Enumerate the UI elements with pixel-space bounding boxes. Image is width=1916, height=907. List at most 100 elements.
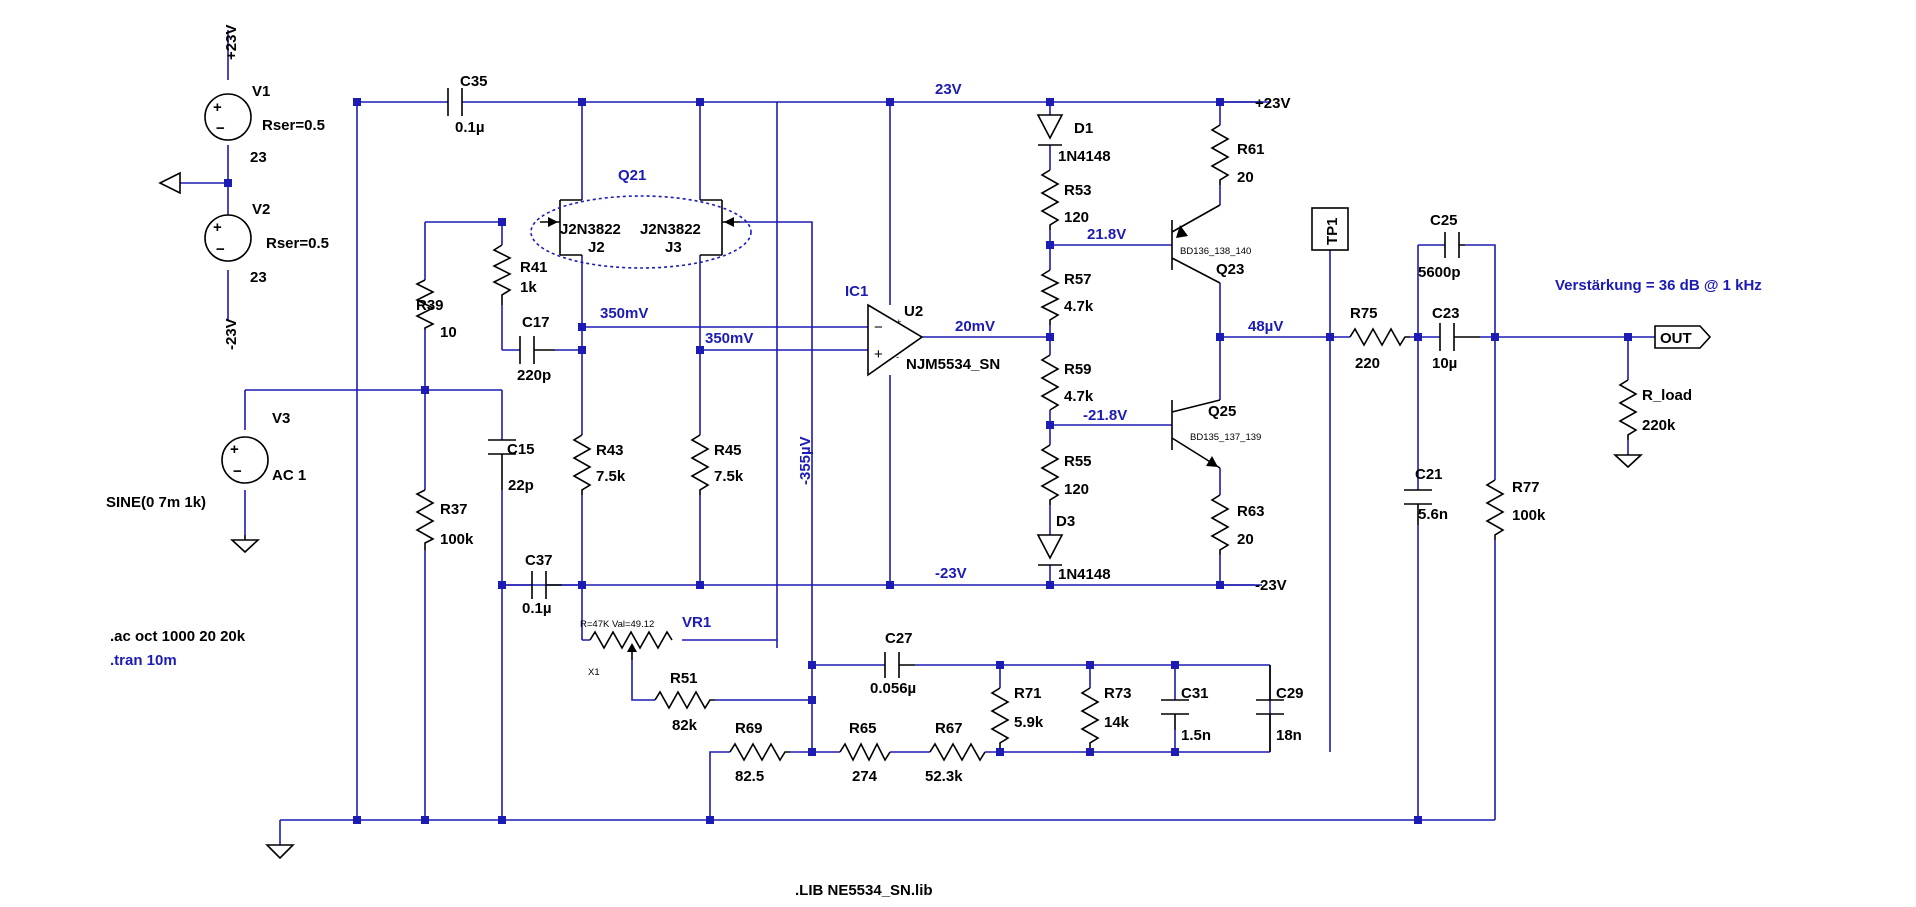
resistor-r55[interactable]: [1040, 444, 1060, 505]
vr1-name: VR1: [682, 614, 711, 631]
v2-param: Rser=0.5: [266, 235, 329, 252]
v1-name: V1: [252, 83, 270, 100]
c17-name: C17: [522, 314, 550, 331]
rail-neg-right: -23V: [1255, 577, 1287, 594]
capacitor-c37[interactable]: [531, 571, 562, 599]
u2-model: NJM5534_SN: [906, 356, 1000, 373]
svg-text:+: +: [896, 317, 902, 328]
capacitor-c35[interactable]: [447, 88, 463, 116]
ground-main-icon: [265, 844, 295, 860]
testpoint-tp1[interactable]: [1311, 207, 1349, 251]
c15-value: 22p: [508, 477, 534, 494]
v2-value: 23: [250, 269, 267, 286]
transistor-q23[interactable]: [1171, 204, 1221, 284]
vr1-x: X1: [588, 667, 600, 678]
resistor-r51[interactable]: [654, 690, 715, 710]
source-v2[interactable]: + −: [204, 214, 252, 262]
ac-directive: .ac oct 1000 20 20k: [110, 628, 246, 645]
r63-value: 20: [1237, 531, 1254, 548]
capacitor-c21[interactable]: [1404, 489, 1432, 525]
c17-value: 220p: [517, 367, 551, 384]
potentiometer-vr1[interactable]: [590, 632, 682, 660]
jfet-j3[interactable]: [700, 199, 740, 256]
capacitor-c27[interactable]: [884, 652, 915, 678]
c21-name: C21: [1415, 466, 1443, 483]
d1-value: 1N4148: [1058, 148, 1111, 165]
capacitor-c29[interactable]: [1256, 665, 1284, 752]
source-v3[interactable]: + −: [221, 436, 269, 554]
resistor-r59[interactable]: [1040, 354, 1060, 411]
resistor-r37[interactable]: [415, 489, 435, 550]
source-v1[interactable]: + −: [204, 93, 252, 141]
node-350mv-b: 350mV: [705, 330, 753, 347]
v3-value: AC 1: [272, 467, 306, 484]
resistor-r77[interactable]: [1485, 479, 1505, 540]
u2-ref: U2: [904, 303, 923, 320]
v1-value: 23: [250, 149, 267, 166]
resistor-r61[interactable]: [1210, 124, 1230, 185]
capacitor-c25[interactable]: [1444, 232, 1465, 258]
resistor-r69[interactable]: [729, 742, 790, 762]
c21-value: 5.6n: [1418, 506, 1448, 523]
r57-value: 4.7k: [1064, 298, 1094, 315]
junctions: [224, 98, 1632, 824]
transistor-q25[interactable]: [1171, 399, 1221, 469]
node-218v: 21.8V: [1087, 226, 1126, 243]
svg-text:−: −: [233, 463, 242, 480]
capacitor-c31[interactable]: [1161, 699, 1189, 730]
q25-model: BD135_137_139: [1190, 432, 1261, 443]
out-port-icon[interactable]: [1654, 325, 1712, 349]
c23-value: 10µ: [1432, 355, 1457, 372]
opamp-u2[interactable]: − + + -: [867, 303, 924, 377]
r53-name: R53: [1064, 182, 1092, 199]
r69-name: R69: [735, 720, 763, 737]
capacitor-c23[interactable]: [1439, 323, 1480, 351]
q23-model: BD136_138_140: [1180, 246, 1251, 257]
c27-value: 0.056µ: [870, 680, 916, 697]
v3-name: V3: [272, 410, 290, 427]
svg-text:−: −: [874, 319, 883, 336]
resistor-r73[interactable]: [1080, 687, 1100, 748]
rail-neg-label: -23V: [935, 565, 967, 582]
c15-name: C15: [507, 441, 535, 458]
r75-value: 220: [1355, 355, 1380, 372]
r45-name: R45: [714, 442, 742, 459]
c23-name: C23: [1432, 305, 1460, 322]
r43-name: R43: [596, 442, 624, 459]
resistor-r67[interactable]: [929, 742, 986, 762]
r59-value: 4.7k: [1064, 388, 1094, 405]
resistor-r39[interactable]: [415, 279, 435, 330]
resistor-r57[interactable]: [1040, 269, 1060, 325]
c37-value: 0.1µ: [522, 600, 552, 617]
resistor-r75[interactable]: [1349, 327, 1410, 347]
resistor-r65[interactable]: [839, 742, 891, 762]
r53-value: 120: [1064, 209, 1089, 226]
svg-text:-: -: [896, 352, 899, 363]
capacitor-c17[interactable]: [519, 336, 555, 364]
d3-name: D3: [1056, 513, 1075, 530]
resistor-rload[interactable]: [1612, 379, 1644, 469]
c37-name: C37: [525, 552, 553, 569]
r71-value: 5.9k: [1014, 714, 1044, 731]
resistor-r45[interactable]: [690, 434, 710, 495]
jfet-j2[interactable]: [540, 199, 582, 256]
out-label: OUT: [1660, 330, 1692, 347]
c31-value: 1.5n: [1181, 727, 1211, 744]
resistor-r71[interactable]: [990, 687, 1010, 748]
r67-name: R67: [935, 720, 963, 737]
r77-value: 100k: [1512, 507, 1546, 524]
resistor-r43[interactable]: [572, 434, 592, 495]
resistor-r63[interactable]: [1210, 494, 1230, 555]
r55-name: R55: [1064, 453, 1092, 470]
capacitor-c15[interactable]: [488, 439, 516, 490]
j2-model: J2N3822: [560, 221, 621, 238]
svg-text:+: +: [213, 219, 222, 236]
node-48uv: 48µV: [1248, 318, 1283, 335]
r37-value: 100k: [440, 531, 474, 548]
diode-d1[interactable]: [1036, 114, 1064, 146]
resistor-r41[interactable]: [492, 244, 512, 305]
resistor-r53[interactable]: [1040, 169, 1060, 230]
r71-name: R71: [1014, 685, 1042, 702]
diode-d3[interactable]: [1036, 534, 1064, 566]
